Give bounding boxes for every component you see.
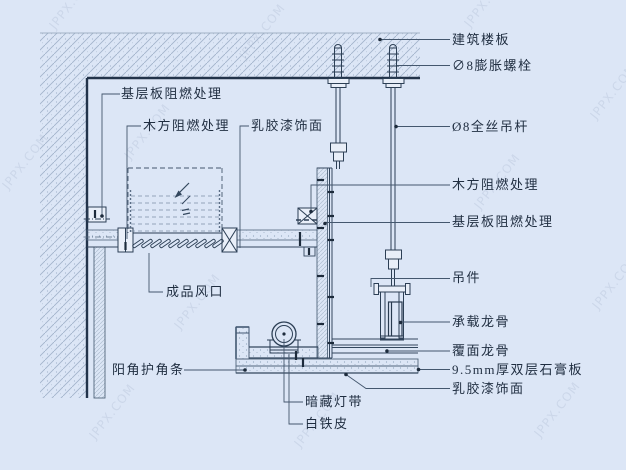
label-tin-plate: 白铁皮 — [305, 416, 349, 431]
wall-blocking-box — [84, 206, 110, 223]
cove-lip — [235, 326, 250, 360]
watermark-text: JPPX.COM — [461, 0, 513, 31]
wall — [40, 78, 106, 399]
leader-paint-left — [239, 125, 249, 248]
label-wood-right: 木方阻燃处理 — [452, 177, 540, 192]
air-duct — [127, 167, 223, 233]
screw-ticks — [317, 178, 334, 345]
bolt-cap — [389, 44, 397, 49]
label-expansion-bolt: ∅8膨胀螺栓 — [452, 58, 533, 73]
label-light-strip: 暗藏灯带 — [305, 394, 364, 409]
airflow-arrow-icon — [174, 182, 191, 216]
expansion-bolt-left — [327, 44, 350, 88]
label-paint-right: 乳胶漆饰面 — [452, 381, 525, 396]
bolt-cap — [334, 44, 342, 49]
watermark-text: JPPX.COM — [587, 61, 626, 123]
label-carrying-keel: 承载龙骨 — [452, 314, 511, 329]
cover-keel-strip — [332, 338, 418, 354]
rod-coupler — [330, 142, 347, 153]
upper-ceiling-right — [236, 228, 318, 257]
watermark-text: JPPX.COM — [531, 379, 583, 441]
label-building-slab: 建筑楼板 — [452, 32, 511, 47]
leader-lines — [100, 37, 450, 425]
leader-light-strip — [283, 339, 303, 403]
wood-blocking-box — [296, 207, 319, 225]
label-wood-left: 木方阻燃处理 — [143, 118, 231, 133]
label-corner-bead: 阳角护角条 — [112, 362, 185, 377]
label-hanger-clip: 吊件 — [452, 270, 482, 285]
carrying-keel — [387, 301, 403, 337]
duct-flex-lines — [131, 195, 219, 232]
leader-base-board-left — [101, 93, 120, 216]
label-air-vent: 成品风口 — [166, 284, 225, 299]
wall-hatch — [40, 78, 87, 398]
expansion-bolt-right — [382, 44, 405, 88]
hanger-rod-left — [330, 87, 347, 169]
label-base-board-left: 基层板阻燃处理 — [121, 86, 223, 101]
label-base-board-right: 基层板阻燃处理 — [452, 214, 554, 229]
edge-trim — [303, 246, 316, 257]
label-gypsum-board: 9.5mm厚双层石膏板 — [452, 362, 583, 377]
leader-vent — [148, 253, 163, 293]
leader-wood-right — [310, 184, 450, 211]
leader-wood-left — [126, 125, 141, 239]
air-vent-louver — [132, 232, 224, 249]
slab-hatch — [40, 33, 420, 78]
leader-hanger-clip — [370, 278, 450, 287]
rod-coupler — [385, 249, 402, 260]
floor-slab — [40, 32, 420, 80]
leader-tin-plate — [288, 354, 303, 425]
label-paint-left: 乳胶漆饰面 — [251, 118, 324, 133]
ceiling-column — [316, 167, 334, 359]
hanger-clip — [373, 283, 411, 341]
watermark-text: JPPX.COM — [589, 251, 626, 313]
watermark-text: JPPX.COM — [171, 271, 223, 333]
label-cover-keel: 覆面龙骨 — [452, 343, 511, 358]
label-hanger-rod: Ø8全丝吊杆 — [452, 119, 529, 134]
leader-paint-right — [345, 374, 450, 389]
vent-frame-right — [221, 227, 238, 253]
vent-frame-left — [117, 227, 134, 253]
wall-finish-board — [93, 246, 106, 399]
hanger-rod-right — [385, 87, 402, 286]
watermark-text: JPPX.COM — [46, 0, 98, 33]
